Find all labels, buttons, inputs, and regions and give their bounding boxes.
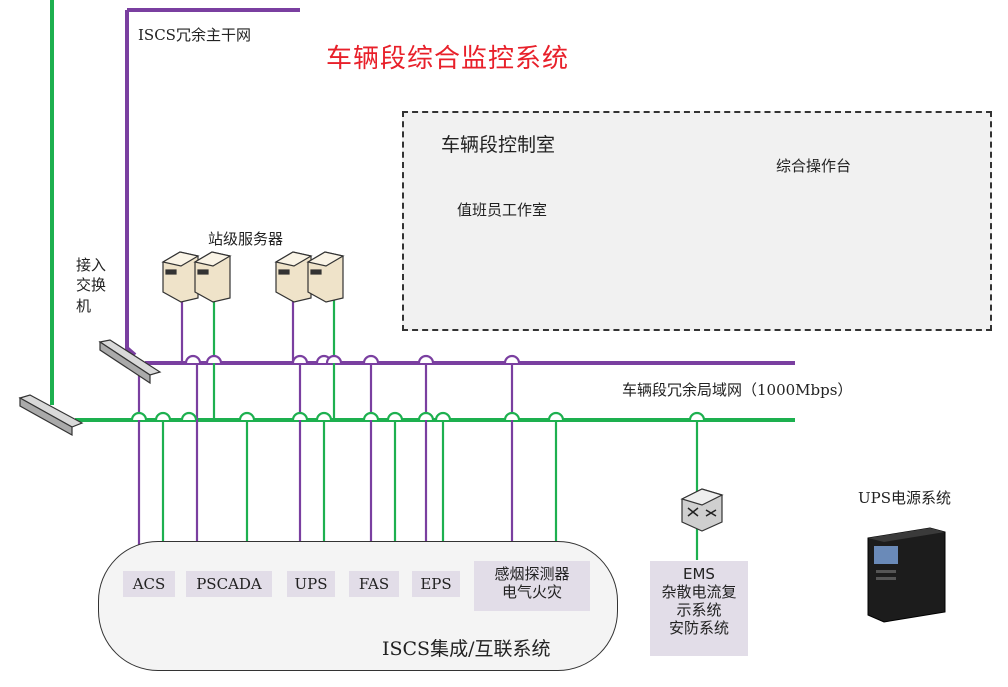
subsystem-fas: FAS <box>349 571 399 597</box>
access-switch-upper-icon <box>98 339 162 385</box>
ems-switch-icon <box>680 488 724 532</box>
access-switch-label: 接入 交换 机 <box>76 256 107 315</box>
backbone-purple-line <box>125 10 137 357</box>
backbone-label: ISCS冗余主干网 <box>138 26 251 44</box>
duty-room-label: 值班员工作室 <box>457 201 548 219</box>
ups-system-label: UPS电源系统 <box>858 489 952 507</box>
ups-unit-icon <box>867 527 946 623</box>
lan-label: 车辆段冗余局域网（1000Mbps） <box>622 381 853 399</box>
console-label: 综合操作台 <box>776 157 852 175</box>
access-switch-lower-icon <box>18 394 84 437</box>
subsystem-eps: EPS <box>412 571 460 597</box>
server-pair-1-icon <box>161 251 232 303</box>
control-room-title: 车辆段控制室 <box>441 134 556 156</box>
subsystem-pscada: PSCADA <box>186 571 272 597</box>
control-room-panel <box>402 111 992 331</box>
iscs-label: ISCS集成/互联系统 <box>382 638 551 660</box>
subsystem-ups: UPS <box>287 571 335 597</box>
subsystem-smoke-fire: 感烟探测器 电气火灾 <box>474 561 590 611</box>
subsystem-acs: ACS <box>123 571 175 597</box>
ems-system-box: EMS 杂散电流复 示系统 安防系统 <box>650 561 748 656</box>
server-group-label: 站级服务器 <box>208 230 284 248</box>
diagram-title: 车辆段综合监控系统 <box>326 44 570 74</box>
server-pair-2-icon <box>274 251 345 303</box>
